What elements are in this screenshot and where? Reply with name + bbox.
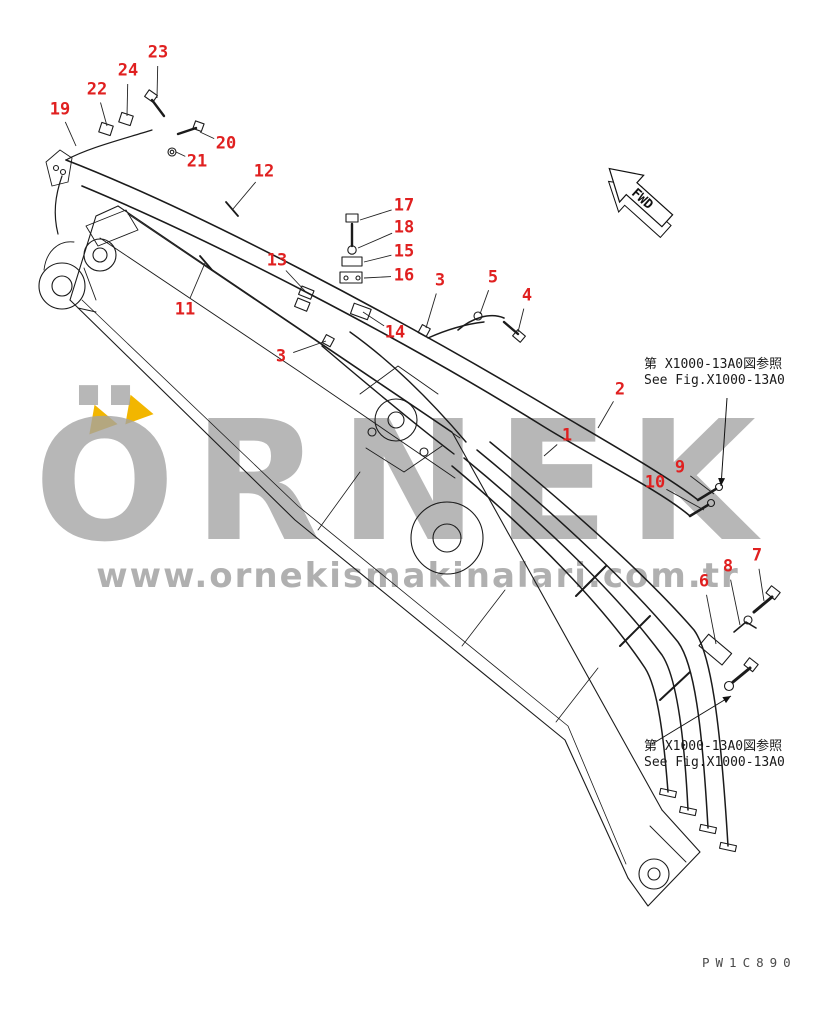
boom-outline — [38, 205, 701, 907]
leader-line — [597, 401, 614, 429]
callout-3: 3 — [275, 346, 287, 367]
doc-code: PW1C890 — [702, 955, 797, 970]
callout-18: 18 — [393, 217, 415, 238]
callout-16: 16 — [393, 265, 415, 286]
callout-14: 14 — [384, 322, 406, 343]
leader-line — [425, 293, 437, 329]
leader-line — [690, 475, 715, 495]
callout-10: 10 — [644, 472, 666, 493]
callout-12: 12 — [253, 161, 275, 182]
leader-line — [666, 488, 705, 511]
leader-line — [363, 276, 392, 279]
leader-line — [362, 311, 385, 327]
leader-line — [293, 340, 327, 354]
callout-leader-lines — [64, 65, 765, 645]
callout-21: 21 — [186, 151, 208, 172]
leader-line — [706, 594, 717, 645]
leader-line — [126, 83, 129, 117]
callout-11: 11 — [174, 299, 196, 320]
leader-line — [232, 181, 257, 210]
callout-7: 7 — [751, 545, 763, 566]
hydraulic-tubes — [54, 129, 729, 847]
callout-1: 1 — [561, 425, 573, 446]
callout-15: 15 — [393, 241, 415, 262]
callout-13: 13 — [266, 250, 288, 271]
callout-17: 17 — [393, 195, 415, 216]
reference-note-top-jp: 第 X1000-13A0図参照 — [644, 357, 783, 372]
callout-5: 5 — [487, 267, 499, 288]
leader-line — [758, 568, 765, 602]
callout-24: 24 — [117, 60, 139, 81]
hardware-parts — [45, 89, 781, 853]
callout-9: 9 — [674, 457, 686, 478]
reference-note-bottom: 第 X1000-13A0図参照 See Fig.X1000-13A0 — [644, 739, 785, 771]
leader-line — [359, 209, 392, 221]
callout-22: 22 — [86, 79, 108, 100]
callout-2: 2 — [614, 379, 626, 400]
callout-6: 6 — [698, 571, 710, 592]
reference-note-bottom-en: See Fig.X1000-13A0 — [644, 755, 785, 770]
callout-4: 4 — [521, 285, 533, 306]
leader-line — [363, 254, 392, 263]
watermark-brand-text: ÖRNEK — [34, 386, 774, 579]
fwd-arrow: FWD — [607, 167, 674, 239]
callout-20: 20 — [215, 133, 237, 154]
leader-line — [730, 579, 741, 626]
leader-line — [357, 232, 393, 249]
leader-line — [156, 65, 159, 99]
callout-23: 23 — [147, 42, 169, 63]
leader-line — [543, 444, 558, 457]
reference-note-top-en: See Fig.X1000-13A0 — [644, 373, 785, 388]
leader-line — [199, 131, 215, 140]
leader-line — [285, 270, 306, 292]
callout-3: 3 — [434, 270, 446, 291]
callout-19: 19 — [49, 99, 71, 120]
leader-line — [479, 290, 490, 315]
leader-line — [189, 262, 206, 299]
note-arrows — [651, 397, 732, 745]
leader-line — [517, 308, 525, 333]
reference-note-top: 第 X1000-13A0図参照 See Fig.X1000-13A0 — [644, 357, 785, 389]
reference-note-bottom-jp: 第 X1000-13A0図参照 — [644, 739, 783, 754]
leader-line — [175, 151, 186, 157]
callout-8: 8 — [722, 556, 734, 577]
leader-line — [64, 121, 77, 147]
leader-line — [100, 102, 108, 127]
